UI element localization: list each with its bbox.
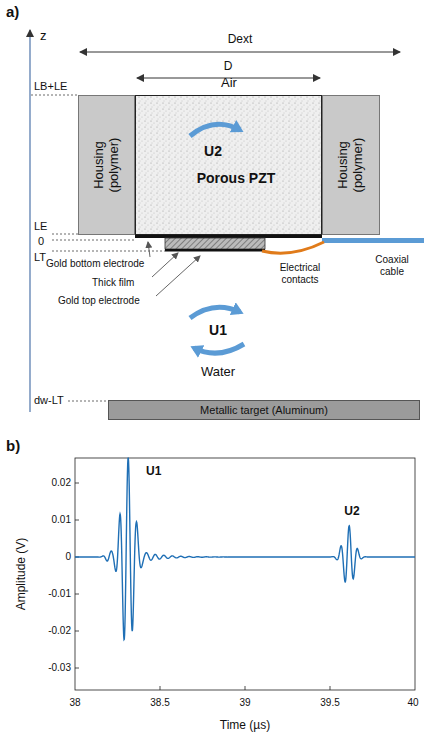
axis-title: Amplitude (V) <box>15 538 29 611</box>
part-label: Thick film <box>92 277 134 289</box>
tick-label: 0.02 <box>52 477 71 489</box>
tick-label: 0 <box>65 551 71 563</box>
coaxial-cable <box>322 238 424 243</box>
tick-label: -0.03 <box>48 662 71 674</box>
level-label: dw-LT <box>34 394 64 407</box>
part-label: Coaxial cable <box>367 254 417 277</box>
waveform <box>75 458 415 640</box>
echo-label: U1 <box>146 465 161 479</box>
gold-bottom-electrode <box>135 235 322 238</box>
panel-letter: a) <box>6 3 19 20</box>
backing-block: AirU2Porous PZT <box>135 95 322 235</box>
tick-label: 38.5 <box>150 697 169 709</box>
echo-arrows <box>190 124 244 353</box>
housing-label: Housing (polymer) <box>92 125 122 205</box>
dimension-label: D <box>224 60 233 74</box>
tick-label: 40 <box>407 697 418 709</box>
part-label: Electrical contacts <box>264 262 336 285</box>
level-label: LT <box>34 251 46 264</box>
axis-label: z <box>40 29 47 44</box>
medium-label: Water <box>201 365 235 380</box>
axis-title: Time (µs) <box>220 719 270 733</box>
level-label: LB+LE <box>34 80 67 93</box>
tick-label: 39 <box>239 697 250 709</box>
tick-label: 38 <box>69 697 80 709</box>
target-label: Metallic target (Aluminum) <box>200 404 328 416</box>
thick-film <box>165 238 265 249</box>
electrical-contact-wire <box>262 242 324 253</box>
z-axis <box>29 30 30 412</box>
panel-letter: b) <box>6 437 20 454</box>
leader-lines <box>148 242 200 296</box>
pzt-fill <box>135 95 322 235</box>
housing-wall: Housing (polymer) <box>78 95 135 235</box>
housing-label: Housing (polymer) <box>336 125 366 205</box>
housing-wall: Housing (polymer) <box>322 95 380 235</box>
echo-label: U2 <box>344 505 359 519</box>
tick-label: -0.02 <box>48 625 71 637</box>
level-lines <box>31 95 165 401</box>
level-label: 0 <box>38 235 44 248</box>
echo-label: U2 <box>204 143 222 159</box>
tick-label: 39.5 <box>320 697 339 709</box>
echo-label: U1 <box>209 322 227 338</box>
part-label: Gold bottom electrode <box>46 258 144 270</box>
dimension-label: Dext <box>228 33 253 47</box>
medium-label: Air <box>221 75 237 90</box>
material-label: Porous PZT <box>197 170 276 186</box>
gold-top-electrode <box>165 249 265 252</box>
tick-label: -0.01 <box>48 588 71 600</box>
tick-label: 0.01 <box>52 514 71 526</box>
part-label: Gold top electrode <box>58 295 140 307</box>
chart-axes <box>75 458 415 690</box>
dimension-arrow <box>80 52 400 53</box>
level-label: LE <box>34 220 47 233</box>
target-plate: Metallic target (Aluminum) <box>108 400 420 420</box>
